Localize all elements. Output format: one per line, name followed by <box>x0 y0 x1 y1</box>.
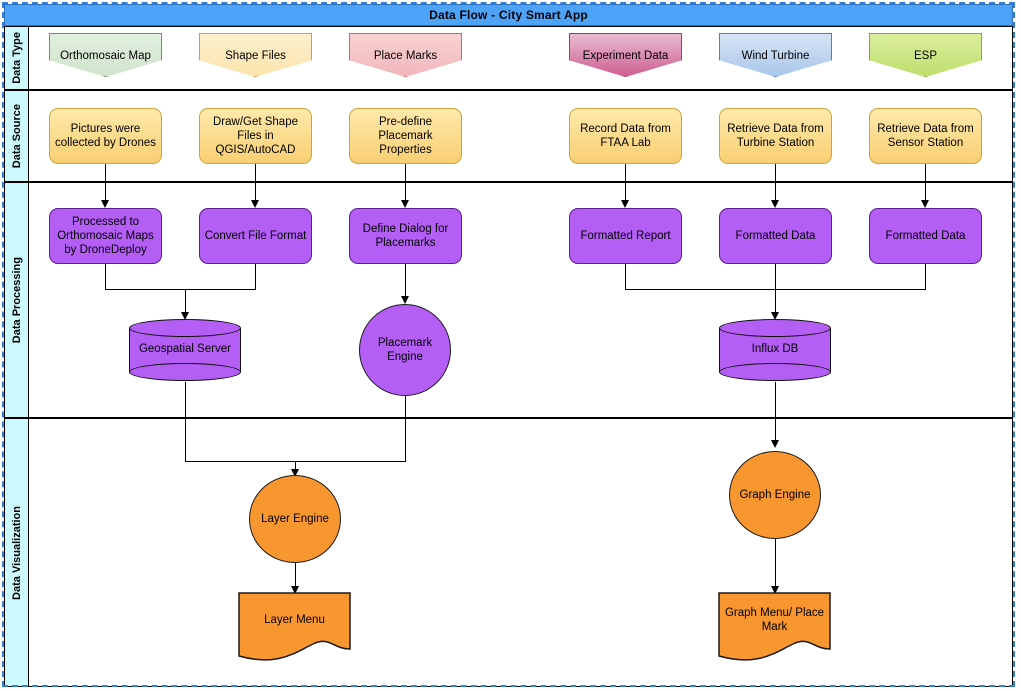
node-retrieve-sensor[interactable]: Retrieve Data from Sensor Station <box>869 108 982 164</box>
node-label-layer-engine: Layer Engine <box>261 512 329 525</box>
arrowhead-src-to-proc-6 <box>920 200 929 208</box>
arrowhead-influx-db <box>770 312 779 320</box>
diagram-title-bar: Data Flow - City Smart App <box>4 4 1013 26</box>
node-label-convert-file-format: Convert File Format <box>204 229 307 242</box>
arrowhead-src-to-proc-2 <box>250 200 259 208</box>
connector-merge-layer-stem <box>294 461 296 473</box>
arrowhead-src-to-proc-1 <box>100 200 109 208</box>
node-draw-shape-files[interactable]: Draw/Get Shape Files in QGIS/AutoCAD <box>199 108 312 164</box>
connector-merge-influx-right-down <box>924 264 926 290</box>
connector-src-to-proc-1 <box>104 164 106 204</box>
node-convert-file-format[interactable]: Convert File Format <box>199 208 312 264</box>
arrowhead-src-to-proc-4 <box>620 200 629 208</box>
swimlane-label-data-source: Data Source <box>10 103 23 169</box>
node-label-formatted-data-sensor: Formatted Data <box>885 229 966 242</box>
swimlane-label-data-visualization: Data Visualization <box>10 505 23 600</box>
document-shape-graph-menu <box>718 592 831 661</box>
swimlane-data-type: Data Type <box>4 26 1013 90</box>
node-graph-menu[interactable]: Graph Menu/ Place Mark <box>718 592 831 664</box>
cylinder-bottom-geospatial <box>129 363 241 381</box>
node-label-shape-files: Shape Files <box>225 50 286 62</box>
node-label-layer-menu: Layer Menu <box>264 613 325 626</box>
swimlane-header-data-processing: Data Processing <box>5 183 29 417</box>
node-formatted-report[interactable]: Formatted Report <box>569 208 682 264</box>
node-label-graph-menu: Graph Menu/ Place Mark <box>724 606 825 633</box>
connector-merge-geo-horizontal <box>104 289 256 291</box>
swimlane-header-data-type: Data Type <box>5 27 29 89</box>
cylinder-top-geospatial <box>129 319 241 337</box>
connector-merge-geo-left-down <box>104 264 106 290</box>
arrowhead-src-to-proc-3 <box>400 200 409 208</box>
node-label-pictures-drones: Pictures were collected by Drones <box>55 122 156 149</box>
swimlane-data-visualization: Data Visualization <box>4 418 1013 687</box>
node-label-retrieve-turbine: Retrieve Data from Turbine Station <box>727 122 824 149</box>
connector-merge-influx-mid-down <box>774 264 776 290</box>
node-geospatial-server[interactable]: Geospatial Server <box>129 319 241 381</box>
node-predefine-placemark[interactable]: Pre-define Placemark Properties <box>349 108 462 164</box>
cylinder-top-influx <box>719 319 831 337</box>
swimlane-header-data-source: Data Source <box>5 91 29 181</box>
connector-src-to-proc-4 <box>624 164 626 204</box>
node-record-ftaa-lab[interactable]: Record Data from FTAA Lab <box>569 108 682 164</box>
node-layer-menu[interactable]: Layer Menu <box>238 592 351 664</box>
node-label-graph-engine: Graph Engine <box>739 488 811 501</box>
node-label-place-marks: Place Marks <box>373 50 438 62</box>
arrowhead-graph-menu <box>770 586 779 594</box>
node-processed-orthomosaic[interactable]: Processed to Orthomosaic Maps by DroneDe… <box>49 208 162 264</box>
connector-define-to-placemark <box>404 264 406 300</box>
node-label-influx-db: Influx DB <box>751 343 799 356</box>
node-label-experiment-data: Experiment Data <box>582 50 669 62</box>
swimlane-data-source: Data Source <box>4 90 1013 182</box>
arrowhead-src-to-proc-5 <box>770 200 779 208</box>
node-pictures-drones[interactable]: Pictures were collected by Drones <box>49 108 162 164</box>
arrowhead-graph-engine <box>770 440 779 448</box>
node-label-processed-orthomosaic: Processed to Orthomosaic Maps by DroneDe… <box>57 215 154 256</box>
swimlane-label-data-processing: Data Processing <box>10 256 23 344</box>
connector-influx-to-graph <box>774 382 776 444</box>
node-label-wind-turbine: Wind Turbine <box>741 50 810 62</box>
node-define-dialog[interactable]: Define Dialog for Placemarks <box>349 208 462 264</box>
connector-graphengine-to-graphmenu <box>774 539 776 591</box>
connector-placemark-down <box>404 396 406 462</box>
arrowhead-layer-engine <box>290 469 299 477</box>
document-shape-layer-menu <box>238 592 351 661</box>
node-influx-db[interactable]: Influx DB <box>719 319 831 381</box>
node-label-define-dialog: Define Dialog for Placemarks <box>362 222 449 249</box>
cylinder-bottom-influx <box>719 363 831 381</box>
connector-merge-geo-stem <box>184 289 186 316</box>
page-title: Data Flow - City Smart App <box>429 8 588 22</box>
node-formatted-data-turbine[interactable]: Formatted Data <box>719 208 832 264</box>
arrowhead-layer-menu <box>290 586 299 594</box>
connector-merge-influx-stem <box>774 289 776 316</box>
node-label-esp: ESP <box>913 50 937 62</box>
node-label-draw-shape-files: Draw/Get Shape Files in QGIS/AutoCAD <box>212 115 298 156</box>
node-graph-engine[interactable]: Graph Engine <box>729 451 821 539</box>
node-placemark-engine[interactable]: Placemark Engine <box>359 304 451 396</box>
connector-src-to-proc-3 <box>404 164 406 204</box>
node-label-formatted-report: Formatted Report <box>580 229 671 242</box>
swimlane-label-data-type: Data Type <box>10 32 23 84</box>
node-label-retrieve-sensor: Retrieve Data from Sensor Station <box>877 122 974 149</box>
node-label-placemark-engine: Placemark Engine <box>377 336 433 363</box>
connector-src-to-proc-5 <box>774 164 776 204</box>
node-layer-engine[interactable]: Layer Engine <box>249 475 341 563</box>
node-label-orthomosaic-map: Orthomosaic Map <box>60 50 151 62</box>
connector-geo-down <box>184 382 186 462</box>
connector-merge-influx-left-down <box>624 264 626 290</box>
node-retrieve-turbine[interactable]: Retrieve Data from Turbine Station <box>719 108 832 164</box>
connector-layerengine-to-layermenu <box>294 563 296 591</box>
node-label-record-ftaa-lab: Record Data from FTAA Lab <box>580 122 671 149</box>
node-formatted-data-sensor[interactable]: Formatted Data <box>869 208 982 264</box>
connector-src-to-proc-2 <box>254 164 256 204</box>
node-label-formatted-data-turbine: Formatted Data <box>735 229 816 242</box>
node-label-geospatial-server: Geospatial Server <box>138 343 232 356</box>
swimlane-header-data-visualization: Data Visualization <box>5 419 29 686</box>
connector-merge-geo-right-down <box>254 264 256 290</box>
node-label-predefine-placemark: Pre-define Placemark Properties <box>378 115 433 156</box>
arrowhead-geospatial-server <box>180 312 189 320</box>
arrowhead-placemark-engine <box>400 296 409 304</box>
connector-src-to-proc-6 <box>924 164 926 204</box>
